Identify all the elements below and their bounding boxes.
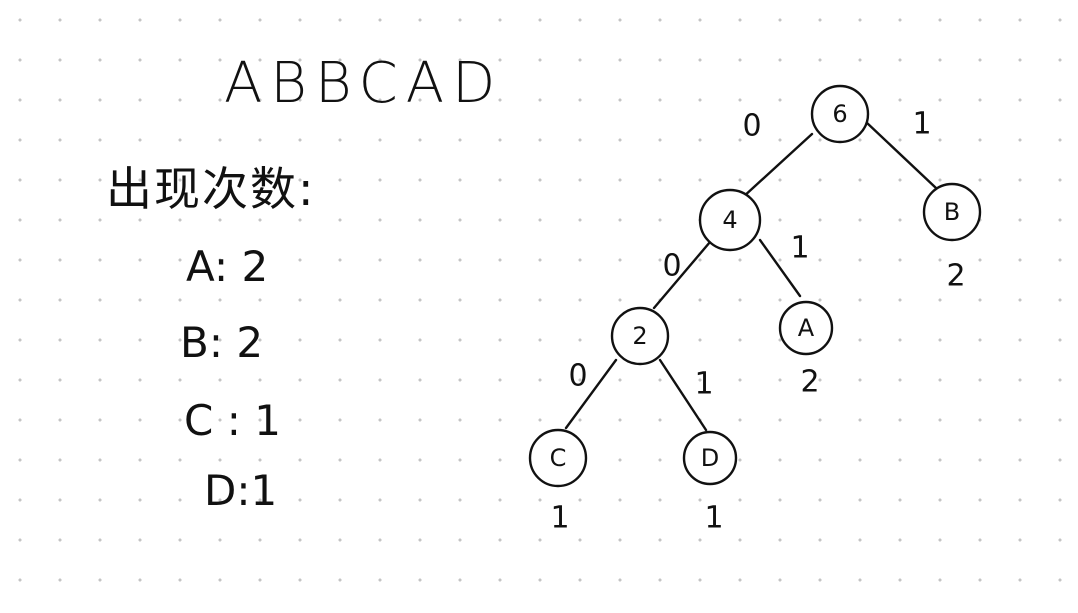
frequency-row-d: D:1 (204, 470, 277, 512)
frequency-letter: C (184, 396, 214, 445)
node-label: 2 (632, 322, 647, 350)
tree-node-root: 6 (810, 84, 870, 144)
node-label: 4 (722, 206, 737, 234)
tree-edge-n2-nD (658, 358, 708, 432)
leaf-weight: 2 (946, 259, 965, 294)
tree-node-n4: 4 (698, 188, 762, 252)
frequency-row-c: C : 1 (184, 400, 281, 442)
frequency-letter: D (204, 466, 237, 515)
edge-bit-label: 1 (694, 367, 713, 402)
frequency-count: 1 (250, 466, 278, 515)
tree-edge-root-n4 (740, 132, 814, 200)
frequency-separator: : (236, 466, 251, 515)
node-label: D (701, 444, 719, 472)
tree-edge-n2-nC (564, 358, 618, 430)
edge-bit-label: 0 (662, 249, 681, 284)
tree-edge-n4-n2 (652, 240, 712, 310)
frequency-separator: : (214, 242, 229, 291)
leaf-weight: 1 (550, 501, 569, 536)
node-label: C (550, 444, 567, 472)
input-string: ABBCAD (224, 51, 504, 116)
frequency-separator: : (226, 396, 241, 445)
leaf-weight: 2 (800, 365, 819, 400)
tree-node-a: A (778, 300, 834, 356)
edge-bit-label: 1 (912, 107, 931, 142)
tree-node-n2: 2 (610, 306, 670, 366)
frequency-row-a: A: 2 (186, 246, 268, 288)
frequency-letter: B (180, 318, 209, 367)
node-label: A (798, 314, 815, 342)
leaf-weight: 1 (704, 501, 723, 536)
frequency-row-b: B: 2 (180, 322, 263, 364)
frequency-count: 1 (254, 396, 281, 445)
frequency-heading: 出现次数: (106, 162, 316, 216)
frequency-count: 2 (241, 242, 269, 291)
frequency-count: 2 (236, 318, 264, 367)
edge-bit-label: 0 (742, 109, 761, 144)
edge-bit-label: 0 (568, 359, 587, 394)
tree-node-d: D (682, 430, 738, 486)
frequency-separator: : (208, 318, 223, 367)
edge-bit-label: 1 (790, 231, 809, 266)
node-label: B (944, 198, 960, 226)
tree-node-c: C (528, 428, 588, 488)
tree-edge-root-nB (864, 120, 938, 190)
node-label: 6 (832, 100, 847, 128)
frequency-letter: A (186, 242, 214, 291)
tree-edge-n4-nA (758, 238, 802, 298)
tree-node-b: B (922, 182, 982, 242)
